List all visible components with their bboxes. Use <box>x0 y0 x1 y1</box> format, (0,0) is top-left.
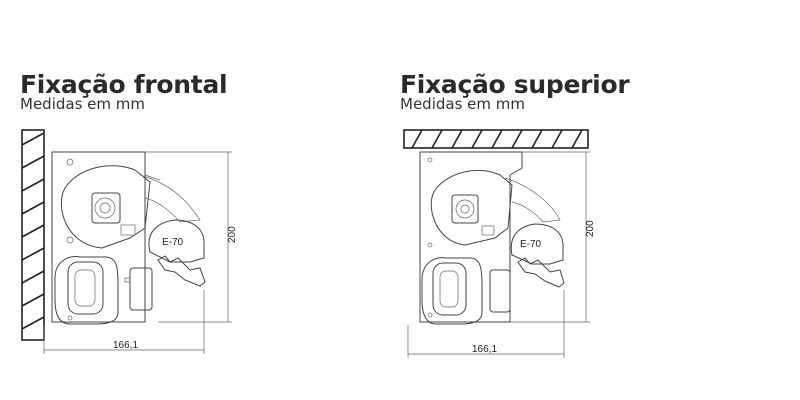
panel-title: Fixação frontal <box>20 70 228 99</box>
motor-label: E-70 <box>162 237 184 248</box>
dimension-height: 200 <box>510 151 596 323</box>
top-mount-drawing: E-70 200 166,1 <box>403 129 596 358</box>
dimension-height: 200 <box>145 151 238 323</box>
roller-housing <box>430 169 561 246</box>
bracket-plate <box>419 151 523 323</box>
panel-subtitle: Medidas em mm <box>20 95 145 113</box>
width-value: 166,1 <box>113 340 138 351</box>
front-mount-drawing: E-70 200 166,1 <box>21 129 238 354</box>
motor-head: E-70 <box>510 223 565 288</box>
wall-hatch-vertical <box>21 129 45 341</box>
dimension-width: 166,1 <box>407 290 565 358</box>
lower-tube <box>421 257 483 325</box>
panel-subtitle: Medidas em mm <box>400 95 525 113</box>
lower-tube <box>54 256 119 325</box>
roller-housing <box>60 165 201 249</box>
panel-title: Fixação superior <box>400 70 630 99</box>
dimension-width: 166,1 <box>43 290 205 354</box>
crank-bar <box>489 269 511 313</box>
bracket-plate <box>51 151 161 323</box>
panel-top-mount: Fixação superior Medidas em mm <box>400 0 800 400</box>
width-value: 166,1 <box>472 344 497 355</box>
panel-front-mount: Fixação frontal Medidas em mm <box>20 70 238 354</box>
motor-head: E-70 <box>148 219 206 287</box>
height-value: 200 <box>585 220 596 237</box>
motor-label: E-70 <box>520 239 542 250</box>
crank-bar <box>124 267 153 311</box>
height-value: 200 <box>227 226 238 243</box>
wall-hatch-horizontal <box>403 129 589 149</box>
